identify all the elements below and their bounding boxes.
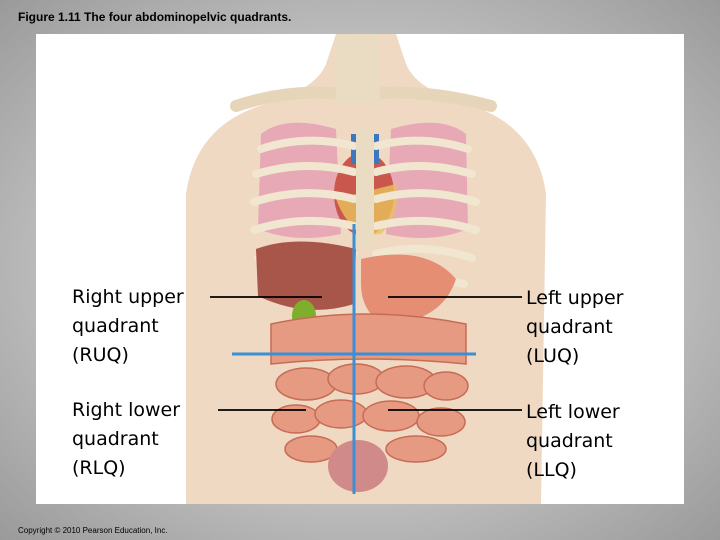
ruq-label-line-3: (RUQ) bbox=[72, 341, 184, 370]
ruq-label-line-1: Right upper bbox=[72, 283, 184, 312]
rlq-label-line-2: quadrant bbox=[72, 425, 180, 454]
llq-label-line-2: quadrant bbox=[526, 427, 620, 456]
luq-label-line-1: Left upper bbox=[526, 284, 623, 313]
rlq-label-line-3: (RLQ) bbox=[72, 454, 180, 483]
sternum bbox=[356, 129, 374, 249]
ruq-label-line-2: quadrant bbox=[72, 312, 184, 341]
bladder bbox=[328, 440, 388, 492]
rlq-label-line-1: Right lower bbox=[72, 396, 180, 425]
rlq-label: Right lower quadrant (RLQ) bbox=[72, 396, 180, 483]
luq-label-line-2: quadrant bbox=[526, 313, 623, 342]
figure-title: Figure 1.11 The four abdominopelvic quad… bbox=[18, 10, 291, 24]
copyright-notice: Copyright © 2010 Pearson Education, Inc. bbox=[18, 526, 168, 535]
luq-label: Left upper quadrant (LUQ) bbox=[526, 284, 623, 371]
llq-label-line-1: Left lower bbox=[526, 398, 620, 427]
spine-neck bbox=[336, 34, 380, 104]
luq-label-line-3: (LUQ) bbox=[526, 342, 623, 371]
llq-label-line-3: (LLQ) bbox=[526, 456, 620, 485]
llq-label: Left lower quadrant (LLQ) bbox=[526, 398, 620, 485]
liver bbox=[256, 242, 356, 310]
ruq-label: Right upper quadrant (RUQ) bbox=[72, 283, 184, 370]
